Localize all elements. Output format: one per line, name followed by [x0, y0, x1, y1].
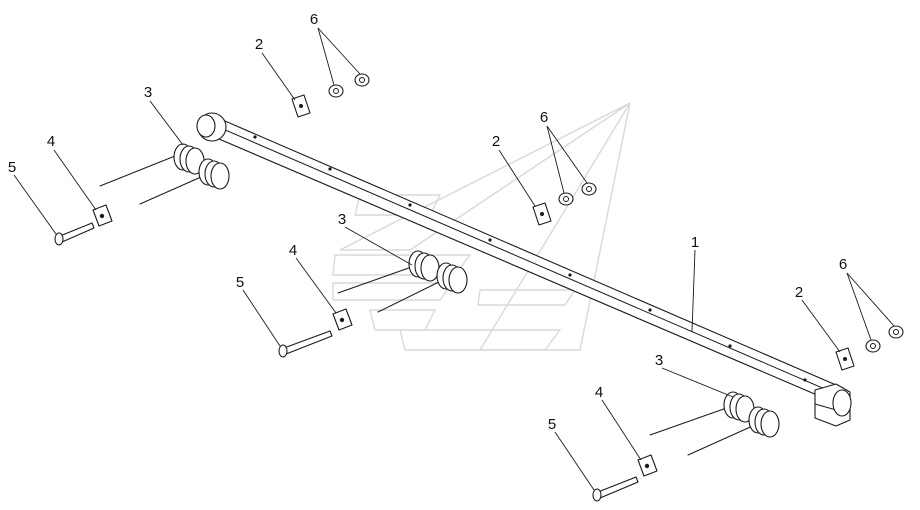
callout-5-bolt-left: 5 — [8, 159, 16, 176]
callout-6-nuts-center: 6 — [540, 109, 548, 126]
nut-pair-right — [865, 325, 904, 353]
callout-4-bracket-center: 4 — [289, 242, 297, 259]
plate-center — [532, 202, 552, 226]
tine-spring-center — [337, 250, 468, 313]
watermark-logo — [332, 102, 631, 351]
bolt-left — [54, 222, 95, 246]
callout-3-spring-center: 3 — [338, 211, 346, 228]
callout-2-plate-center: 2 — [492, 133, 500, 150]
leader-lines — [13, 27, 895, 491]
main-bar — [196, 112, 852, 427]
bracket-left — [92, 204, 113, 227]
bracket-right — [637, 454, 658, 477]
callout-3-spring-right: 3 — [655, 352, 663, 369]
callout-5-bolt-right: 5 — [548, 416, 556, 433]
plate-right — [835, 347, 855, 371]
callout-labels: 1 2 2 2 3 3 3 4 4 4 5 5 5 6 6 6 — [8, 11, 847, 433]
callout-2-plate-upper-left: 2 — [255, 36, 263, 53]
callout-4-bracket-right: 4 — [595, 384, 603, 401]
tine-spring-left — [99, 143, 230, 205]
tine-spring-right — [649, 391, 780, 456]
bolt-center — [278, 330, 333, 358]
plate-upper-left — [291, 94, 311, 118]
nut-pair-upper-left — [328, 73, 370, 98]
bolt-right — [592, 476, 639, 502]
callout-6-nuts-right: 6 — [839, 256, 847, 273]
callout-1-main-bar: 1 — [691, 234, 699, 251]
callout-3-spring-left: 3 — [144, 84, 152, 101]
nut-pair-center — [558, 182, 597, 206]
callout-4-bracket-left: 4 — [47, 133, 55, 150]
callout-2-plate-right: 2 — [795, 284, 803, 301]
callout-5-bolt-center: 5 — [236, 274, 244, 291]
callout-6-nuts-upper-left: 6 — [310, 11, 318, 28]
bracket-center — [332, 308, 353, 331]
